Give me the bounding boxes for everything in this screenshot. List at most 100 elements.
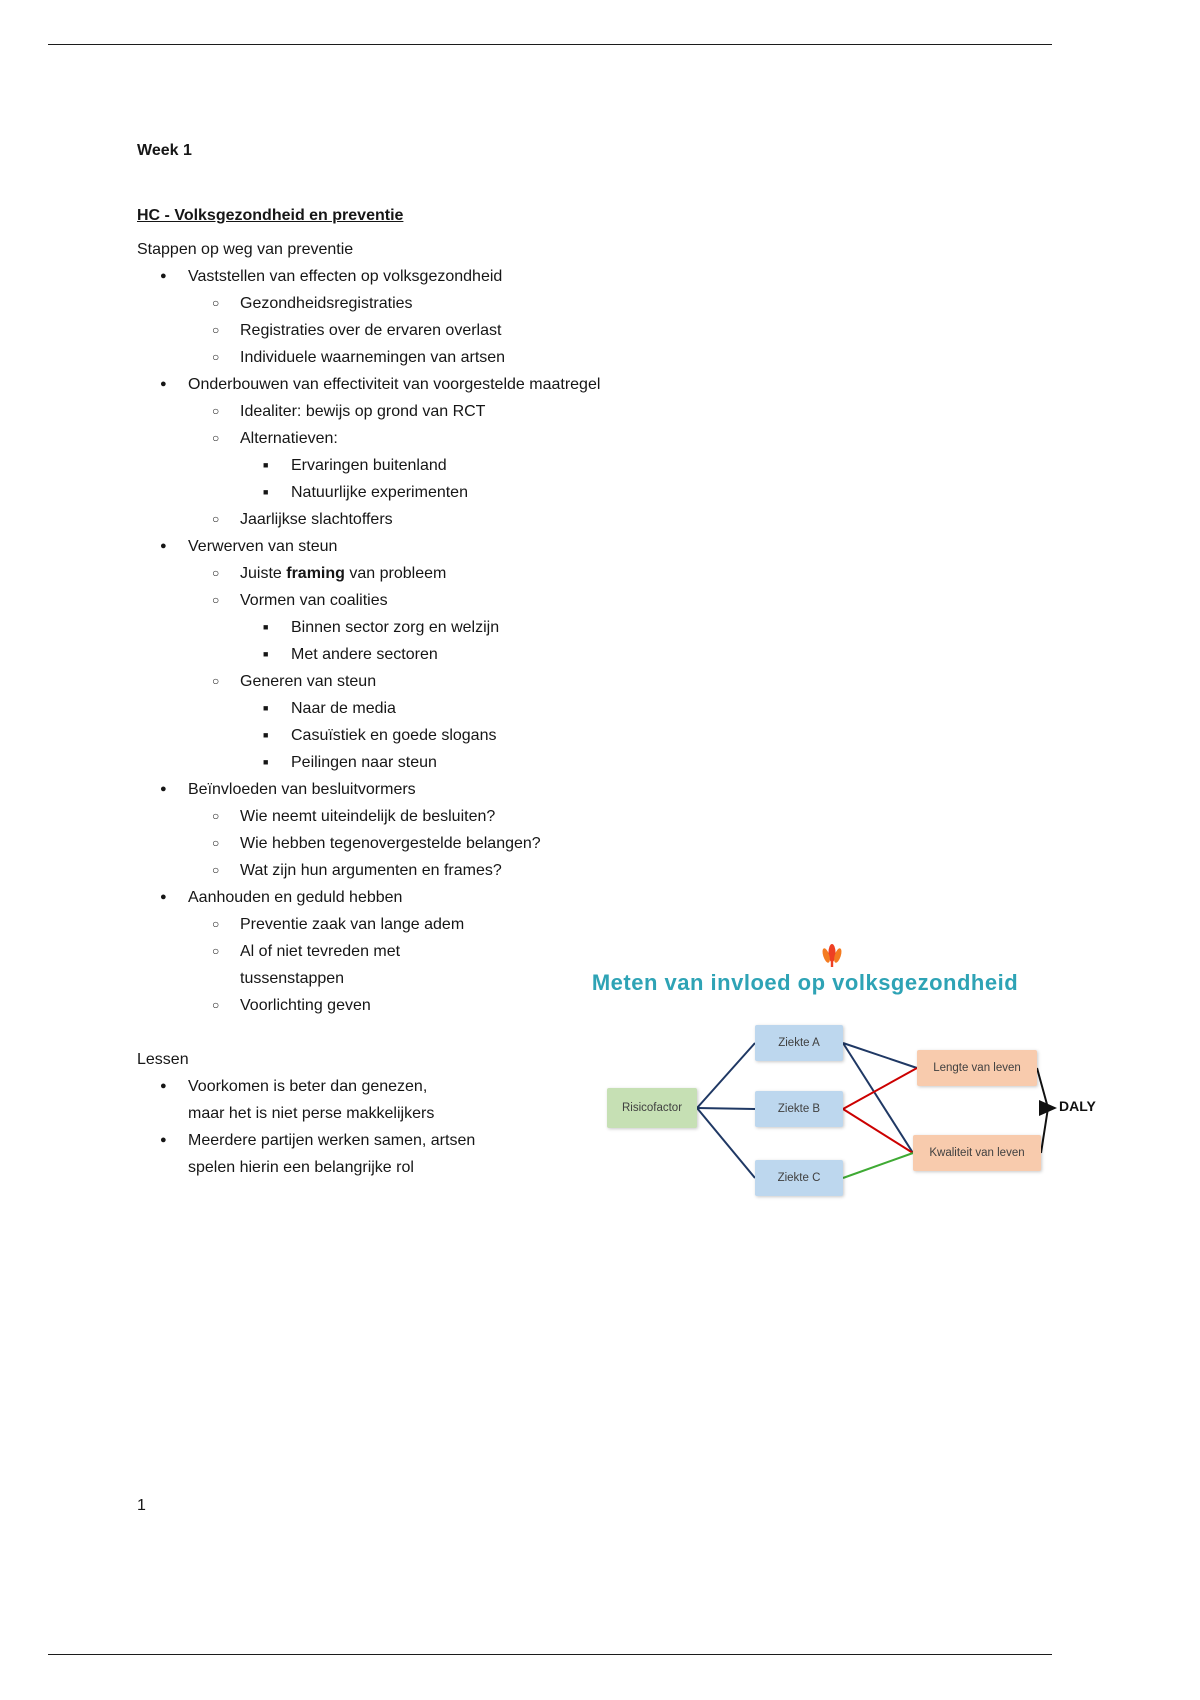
list-item: ■ Natuurlijke experimenten	[137, 479, 1053, 506]
list-item: ■ Peilingen naar steun	[137, 749, 1053, 776]
diagram-edges	[696, 1042, 1057, 1179]
list-item: ● Meerdere partijen werken samen, artsen…	[137, 1127, 1053, 1181]
lessons-heading: Lessen	[137, 1051, 189, 1068]
list-item-text: Voorlichting geven	[240, 997, 371, 1014]
list-item-text: Wie hebben tegenovergestelde belangen?	[240, 835, 541, 852]
list-item-text: Individuele waarnemingen van artsen	[240, 349, 506, 366]
list-item: ○ Preventie zaak van lange adem	[137, 911, 1053, 938]
list-item: ○ Vormen van coalities	[137, 587, 1053, 614]
list-item-text: Peilingen naar steun	[291, 754, 437, 771]
list-item-text: Wie neemt uiteindelijk de besluiten?	[240, 808, 496, 825]
circle-bullet-icon: ○	[212, 944, 220, 958]
diagram-node-ziekte-b: Ziekte B	[755, 1091, 843, 1127]
list-item: ■ Ervaringen buitenland	[137, 452, 1053, 479]
list-item: ● Aanhouden en geduld hebben	[137, 884, 1053, 911]
list-item: ○ Idealiter: bewijs op grond van RCT	[137, 398, 1053, 425]
square-bullet-icon: ■	[263, 487, 269, 497]
list-item: ○ Generen van steun	[137, 668, 1053, 695]
list-item-text: Met andere sectoren	[291, 646, 438, 663]
circle-bullet-icon: ○	[212, 863, 220, 877]
list-item: ● Verwerven van steun	[137, 533, 1053, 560]
header-rule	[48, 44, 1052, 45]
footer-rule	[48, 1654, 1052, 1655]
square-bullet-icon: ■	[263, 730, 269, 740]
circle-bullet-icon: ○	[212, 323, 220, 337]
list-item-text: Preventie zaak van lange adem	[240, 916, 465, 933]
circle-bullet-icon: ○	[212, 998, 220, 1012]
square-bullet-icon: ■	[263, 622, 269, 632]
circle-bullet-icon: ○	[212, 431, 220, 445]
list-intro: Stappen op weg van preventie	[137, 241, 354, 258]
list-item-text: Juiste framing van probleem	[240, 560, 1053, 587]
list-item: ○ Voorlichting geven	[137, 992, 1053, 1019]
embedded-diagram: Meten van invloed op volksgezondheid	[545, 940, 1110, 1230]
list-item-text: Alternatieven:	[240, 430, 338, 447]
text-prefix: Juiste	[240, 565, 287, 582]
square-bullet-icon: ■	[263, 649, 269, 659]
diagram-node-risicofactor: Risicofactor	[607, 1088, 697, 1128]
list-item: ○ Alternatieven:	[137, 425, 1053, 452]
tulip-logo-icon	[821, 942, 843, 968]
disc-bullet-icon: ●	[160, 783, 167, 795]
circle-bullet-icon: ○	[212, 836, 220, 850]
list-item: ● Beïnvloeden van besluitvormers	[137, 776, 1053, 803]
list-item-text: Casuïstiek en goede slogans	[291, 727, 497, 744]
list-item-text: Vormen van coalities	[240, 592, 388, 609]
diagram-node-kwaliteit-van-leven: Kwaliteit van leven	[913, 1135, 1041, 1171]
list-item-text: Registraties over de ervaren overlast	[240, 322, 502, 339]
circle-bullet-icon: ○	[212, 296, 220, 310]
circle-bullet-icon: ○	[212, 566, 220, 580]
list-item: ● Onderbouwen van effectiviteit van voor…	[137, 371, 1053, 398]
text-bold: framing	[286, 565, 345, 582]
list-item: ○ Jaarlijkse slachtoffers	[137, 506, 1053, 533]
disc-bullet-icon: ●	[160, 891, 167, 903]
list-item: ○ Registraties over de ervaren overlast	[137, 317, 1053, 344]
circle-bullet-icon: ○	[212, 404, 220, 418]
list-item-text: Binnen sector zorg en welzijn	[291, 619, 500, 636]
list-item-text: Generen van steun	[240, 673, 377, 690]
list-item-text: Verwerven van steun	[188, 538, 338, 555]
list-item: ○ Wie hebben tegenovergestelde belangen?	[137, 830, 1053, 857]
diagram-node-ziekte-c: Ziekte C	[755, 1160, 843, 1196]
list-item-text: Naar de media	[291, 700, 396, 717]
circle-bullet-icon: ○	[212, 350, 220, 364]
disc-bullet-icon: ●	[160, 540, 167, 552]
list-item-text: Beïnvloeden van besluitvormers	[188, 781, 416, 798]
list-item: ■ Met andere sectoren	[137, 641, 1053, 668]
circle-bullet-icon: ○	[212, 512, 220, 526]
list-item: ● Vaststellen van effecten op volksgezon…	[137, 263, 1053, 290]
disc-bullet-icon: ●	[160, 1134, 167, 1146]
list-item-text: Vaststellen van effecten op volksgezondh…	[188, 268, 503, 285]
list-item-text: Aanhouden en geduld hebben	[188, 889, 403, 906]
square-bullet-icon: ■	[263, 460, 269, 470]
circle-bullet-icon: ○	[212, 809, 220, 823]
diagram-node-lengte-van-leven: Lengte van leven	[917, 1050, 1037, 1086]
list-item: ○ Al of niet tevreden met tussenstappen	[137, 938, 1053, 992]
list-item-text: Gezondheidsregistraties	[240, 295, 413, 312]
circle-bullet-icon: ○	[212, 674, 220, 688]
list-item: ■ Casuïstiek en goede slogans	[137, 722, 1053, 749]
list-item-text: Jaarlijkse slachtoffers	[240, 511, 393, 528]
list-item-text: Idealiter: bewijs op grond van RCT	[240, 403, 486, 420]
list-item: ○ Wat zijn hun argumenten en frames?	[137, 857, 1053, 884]
document-content: Week 1 HC - Volksgezondheid en preventie…	[137, 137, 1053, 1181]
list-item-text: Al of niet tevreden met tussenstappen	[240, 943, 401, 987]
list-item: ■ Binnen sector zorg en welzijn	[137, 614, 1053, 641]
list-item: ■ Naar de media	[137, 695, 1053, 722]
diagram-title: Meten van invloed op volksgezondheid	[591, 970, 1019, 995]
disc-bullet-icon: ●	[160, 378, 167, 390]
list-item: ○ Juiste framing van probleem	[137, 560, 1053, 587]
square-bullet-icon: ■	[263, 703, 269, 713]
circle-bullet-icon: ○	[212, 917, 220, 931]
list-item-text: Onderbouwen van effectiviteit van voorge…	[188, 376, 601, 393]
list-item-text: Natuurlijke experimenten	[291, 484, 468, 501]
list-item-text: Meerdere partijen werken samen, artsen s…	[188, 1132, 476, 1176]
list-item-text: Ervaringen buitenland	[291, 457, 447, 474]
list-item: ○ Wie neemt uiteindelijk de besluiten?	[137, 803, 1053, 830]
diagram-node-ziekte-a: Ziekte A	[755, 1025, 843, 1061]
diagram-node-daly: DALY	[1059, 1098, 1096, 1114]
page-number: 1	[137, 1497, 146, 1514]
section-heading: HC - Volksgezondheid en preventie	[137, 207, 404, 224]
disc-bullet-icon: ●	[160, 270, 167, 282]
text-suffix: van probleem	[344, 565, 447, 582]
